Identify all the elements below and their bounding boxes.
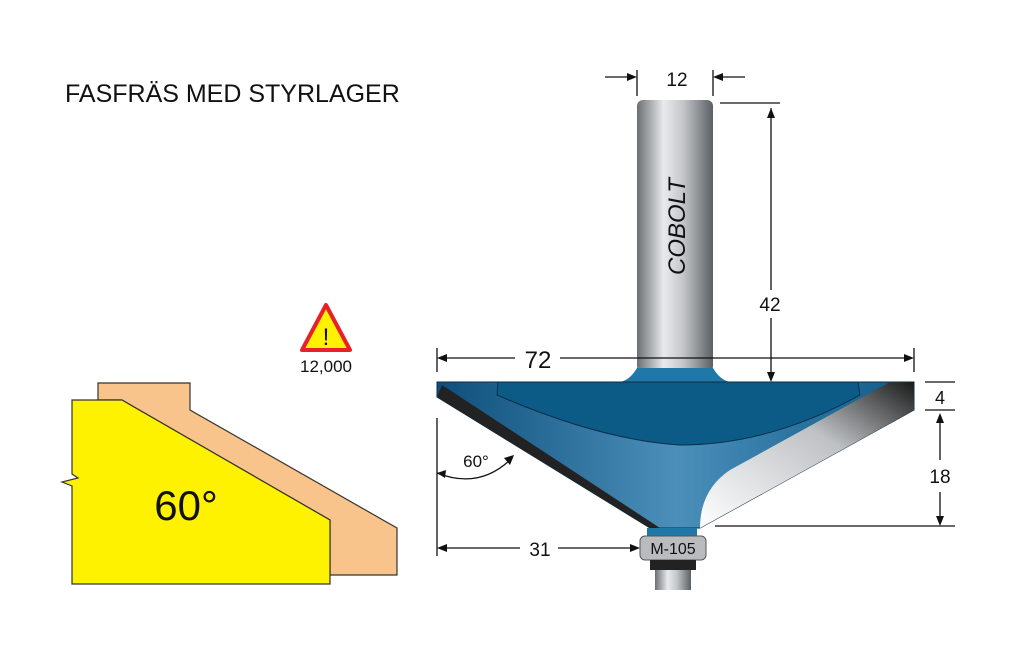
dimension-lines: [436, 70, 955, 556]
bearing-label: M-105: [650, 541, 695, 558]
warning-triangle-icon: !: [300, 303, 352, 352]
cutter-angle-label: 60°: [463, 452, 489, 471]
profile-angle-label: 60°: [154, 482, 218, 529]
dim-shank-length: 42: [759, 295, 780, 316]
dim-cutting-diameter: 72: [525, 347, 552, 374]
warning-symbol: !: [323, 324, 330, 351]
max-rpm-label: 12,000: [300, 357, 352, 376]
workpiece-profile-yellow: [60, 399, 331, 585]
dimension-arrows: [437, 73, 944, 552]
dim-shank-diameter: 12: [666, 70, 687, 91]
dim-top-thickness: 4: [935, 388, 945, 408]
brand-label: COBOLT: [664, 176, 691, 275]
dim-cutting-height: 18: [929, 467, 950, 488]
dim-bearing-offset: 31: [529, 540, 550, 561]
page-title: FASFRÄS MED STYRLAGER: [65, 80, 400, 108]
router-bit: COBOLT M-105: [436, 100, 915, 590]
